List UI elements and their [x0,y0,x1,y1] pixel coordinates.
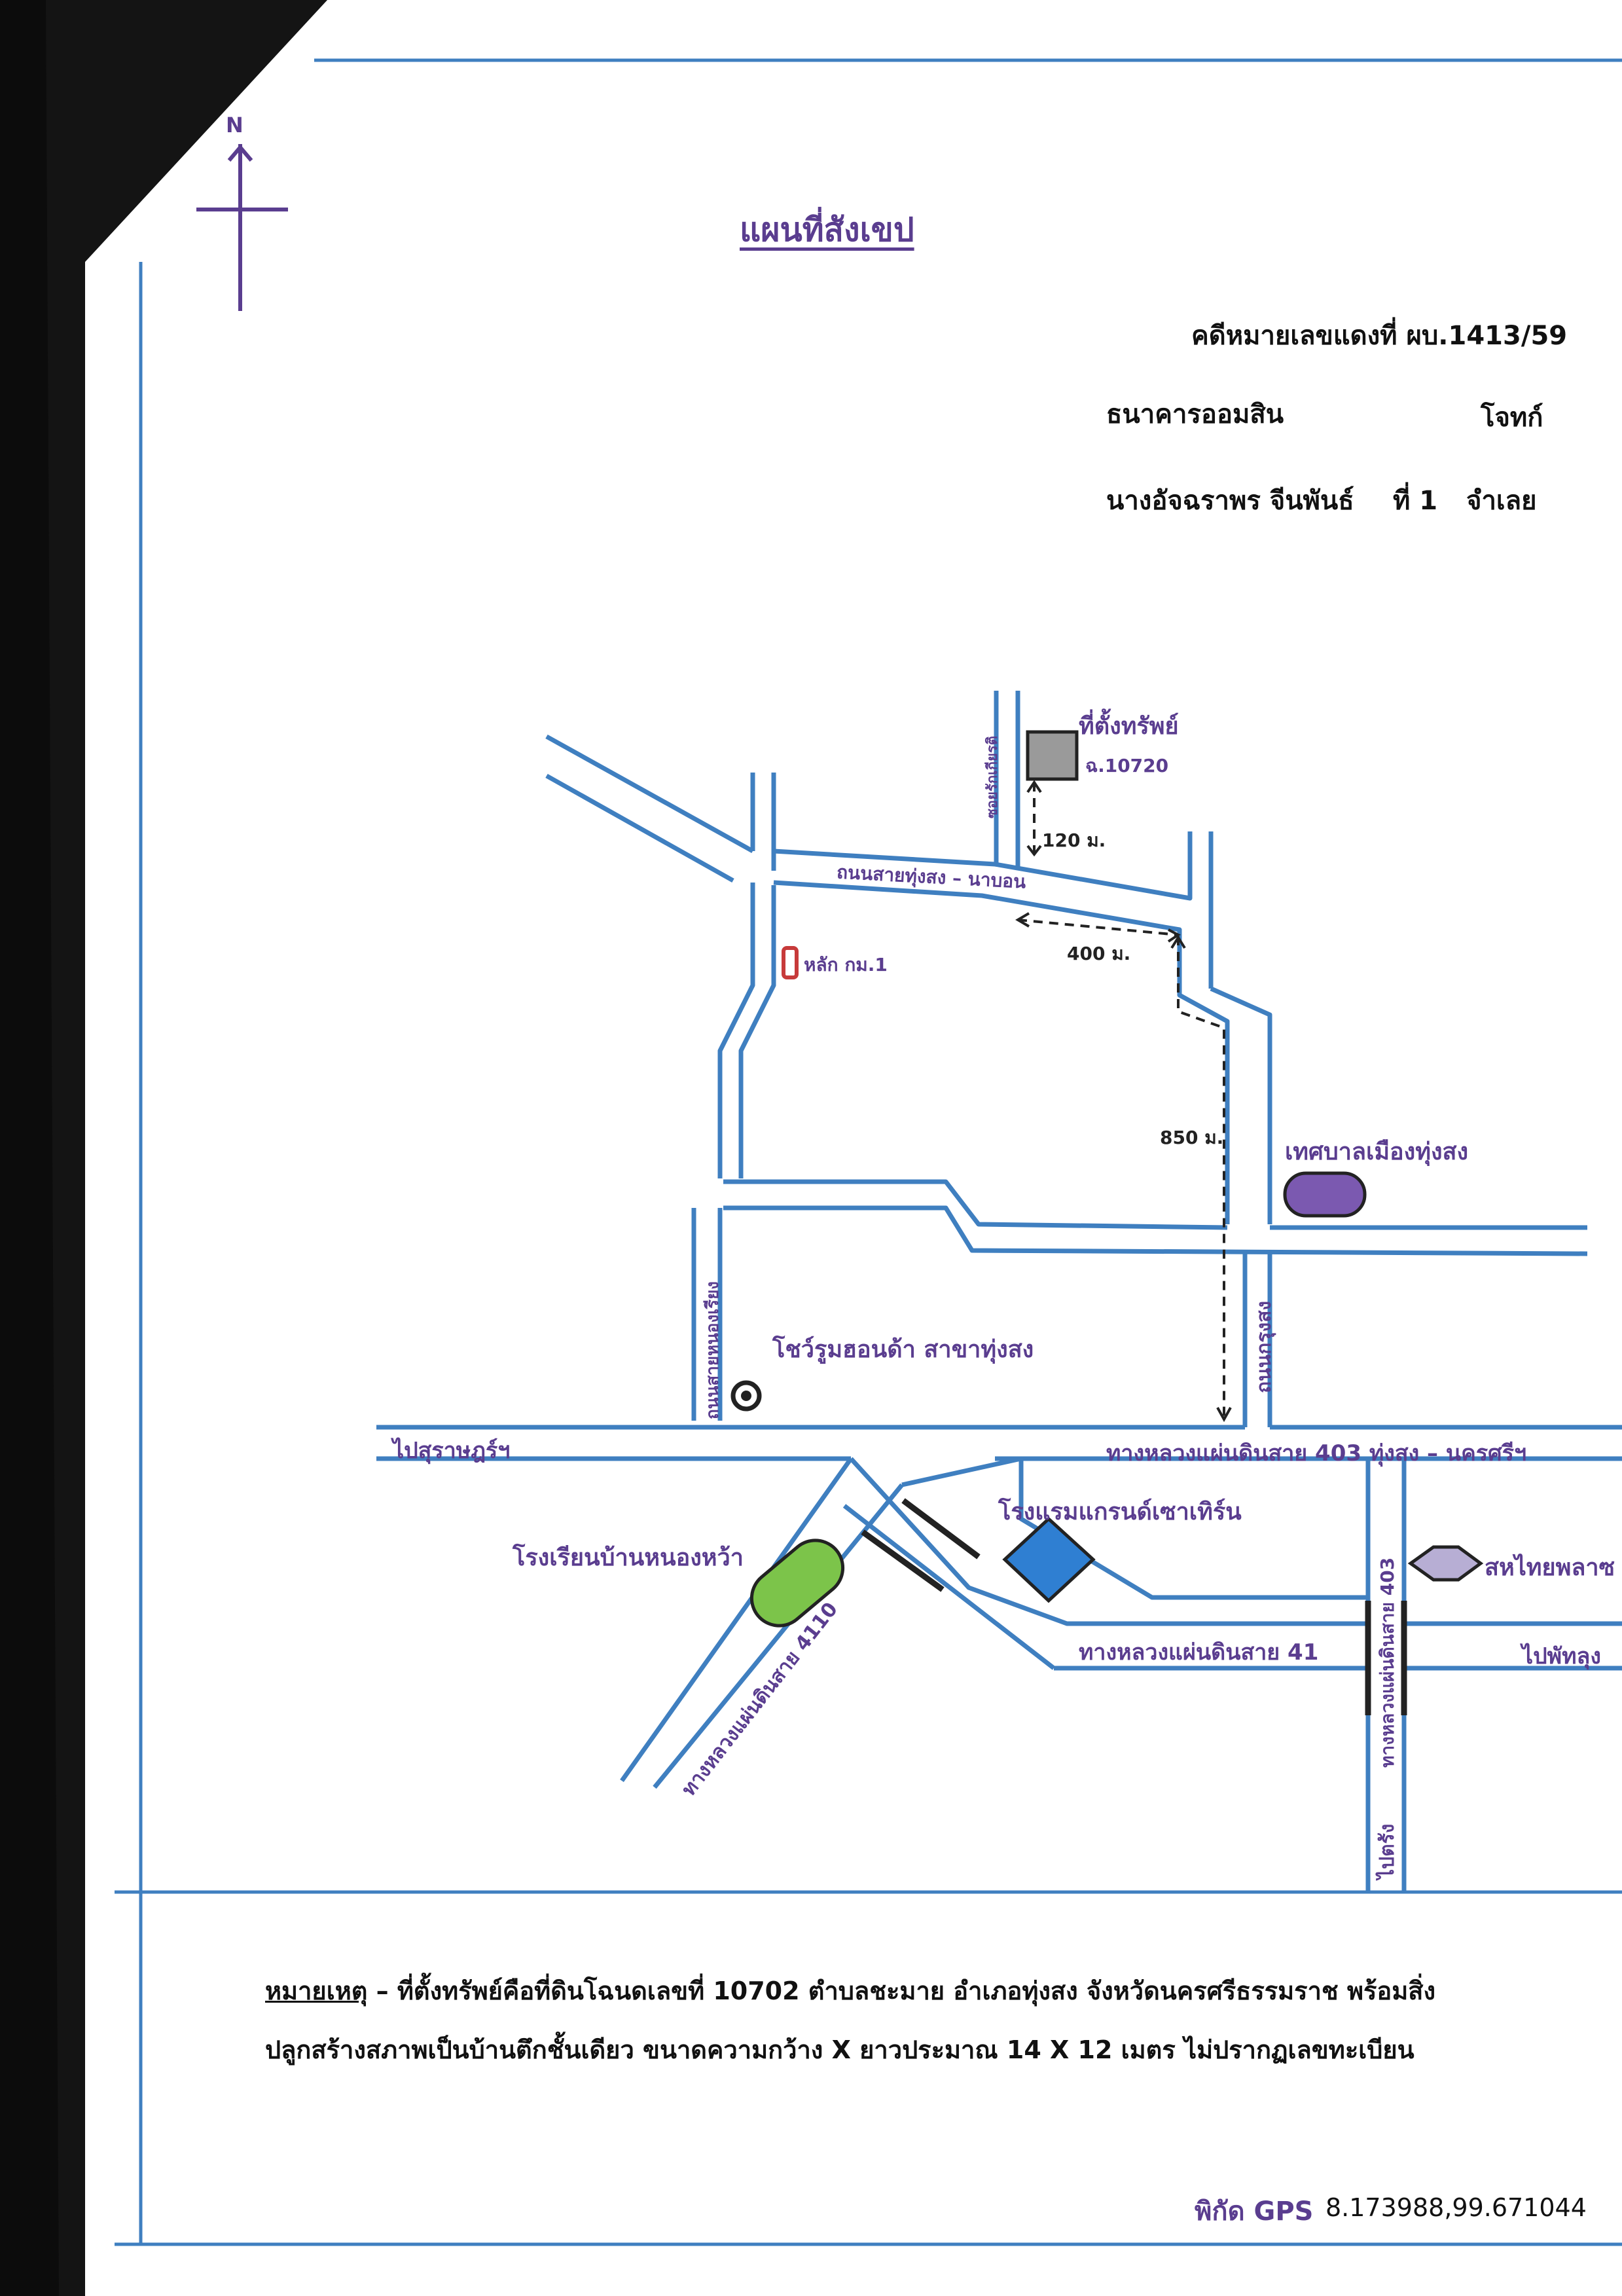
note-line-1: หมายเหตุ – ที่ตั้งทรัพย์คือที่ดินโฉนดเลข… [265,1971,1435,2011]
km-marker-label: หลัก กม.1 [804,954,888,975]
distance-120: 120 ม. [1042,829,1106,851]
note-text-1: – ที่ตั้งทรัพย์คือที่ดินโฉนดเลขที่ 10702… [367,1977,1436,2005]
distance-arrowheads [1015,780,1232,1423]
property-label: ที่ตั้งทรัพย์ [1079,713,1179,740]
property-deed: ฉ.10720 [1085,755,1169,776]
note-heading: หมายเหตุ [265,1977,368,2005]
highway-41-label: ทางหลวงแผ่นดินสาย 41 [1079,1639,1319,1666]
road-krungsong: ถนนกรุงสง [1253,1300,1276,1393]
case-number: คดีหมายเลขแดงที่ ผบ.1413/59 [1191,321,1568,351]
property-marker [1026,730,1079,781]
hotel-label: โรงแรมแกรนด์เซาเทิร์น [998,1499,1242,1525]
plaza-marker [1407,1545,1484,1582]
distance-lines [1017,782,1225,1417]
page-frame [115,58,1622,2246]
municipality-marker [1283,1171,1367,1218]
school-marker [749,1539,845,1628]
municipality-label: เทศบาลเมืองทุ่งสง [1285,1139,1469,1165]
highway-403-vertical-label: ทางหลวงแผ่นดินสาย 403 [1377,1557,1398,1768]
to-phatthalung-label: ไปพัทลุง [1522,1643,1601,1669]
north-arrow-icon [196,144,288,311]
soi-label: ซอยรักเกียรติ [984,735,1001,818]
km-marker-icon [782,946,799,979]
plaintiff-name: ธนาคารออมสิน [1106,399,1284,429]
distance-850: 850 ม. [1160,1127,1224,1148]
school-label: โรงเรียนบ้านหนองหว้า [513,1544,744,1571]
defendant-role: จำเลย [1466,486,1537,516]
gps-value: 8.173988,99.671044 [1325,2193,1587,2222]
page-title: แผนที่สังเขป [740,211,914,249]
plaintiff-role: โจทก์ [1481,403,1543,433]
distance-400: 400 ม. [1067,943,1131,964]
showroom-label: โชว์รูมฮอนด้า สาขาทุ่งสง [772,1336,1034,1363]
gps-label: พิกัด GPS [1195,2196,1314,2227]
to-surat-label: ไปสุราษฎร์ฯ [393,1438,511,1464]
defendant-name: นางอัจฉราพร จีนพันธ์ [1106,486,1354,516]
highway-403-label: ทางหลวงแผ่นดินสาย 403 ทุ่งสง – นครศรีฯ [1106,1440,1527,1467]
bridge-marks [861,1498,1407,1715]
to-trang-label: ไปตรัง [1376,1823,1399,1879]
road-nongrian: ถนนสายหนองเรียง [703,1281,723,1419]
hotel-marker [1002,1516,1096,1603]
defendant-number: ที่ 1 [1393,486,1438,516]
note-line-2: ปลูกสร้างสภาพเป็นบ้านตึกชั้นเดียว ขนาดคว… [265,2035,1415,2064]
plaza-label: สหไทยพลาซ [1485,1554,1615,1581]
north-label: N [226,113,243,137]
